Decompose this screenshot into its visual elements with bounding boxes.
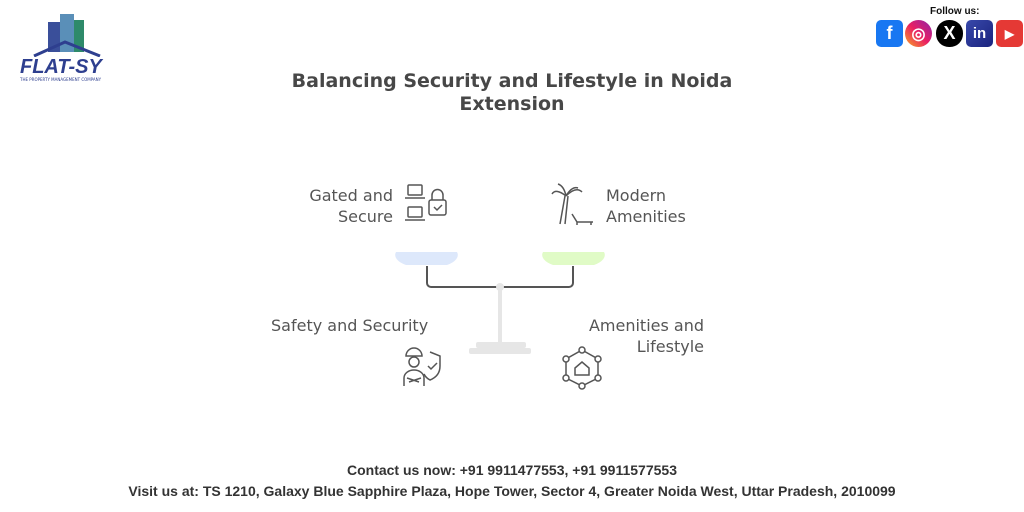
balance-pole — [498, 287, 502, 343]
logo: FLAT-SY THE PROPERTY MANAGEMENT COMPANY — [20, 12, 110, 82]
youtube-icon[interactable]: ▶ — [996, 20, 1023, 47]
x-icon[interactable]: X — [936, 20, 963, 47]
home-network-icon — [562, 346, 602, 390]
contact-info: Contact us now: +91 9911477553, +91 9911… — [346, 462, 677, 478]
facebook-icon[interactable]: f — [876, 20, 903, 47]
bowl-left — [395, 252, 458, 265]
balance-base-top — [476, 342, 526, 348]
linkedin-icon[interactable]: in — [966, 20, 993, 47]
building-logo-icon — [33, 14, 101, 58]
instagram-icon[interactable]: ◎ — [905, 20, 932, 47]
balance-pivot — [496, 283, 504, 291]
follow-us-label: Follow us: — [930, 6, 980, 17]
address-info: Visit us at: TS 1210, Galaxy Blue Sapphi… — [128, 483, 896, 499]
lock-laptops-icon — [405, 184, 447, 221]
page-title: Balancing Security and Lifestyle in Noid… — [291, 70, 733, 115]
palm-chair-icon — [551, 183, 593, 225]
worker-shield-icon — [403, 347, 441, 386]
logo-text: FLAT-SY — [20, 56, 102, 78]
bowl-right — [542, 252, 605, 265]
label-safety-security: Safety and Security — [271, 316, 429, 335]
logo-subtitle: THE PROPERTY MANAGEMENT COMPANY — [20, 77, 102, 82]
balance-base — [469, 348, 531, 354]
